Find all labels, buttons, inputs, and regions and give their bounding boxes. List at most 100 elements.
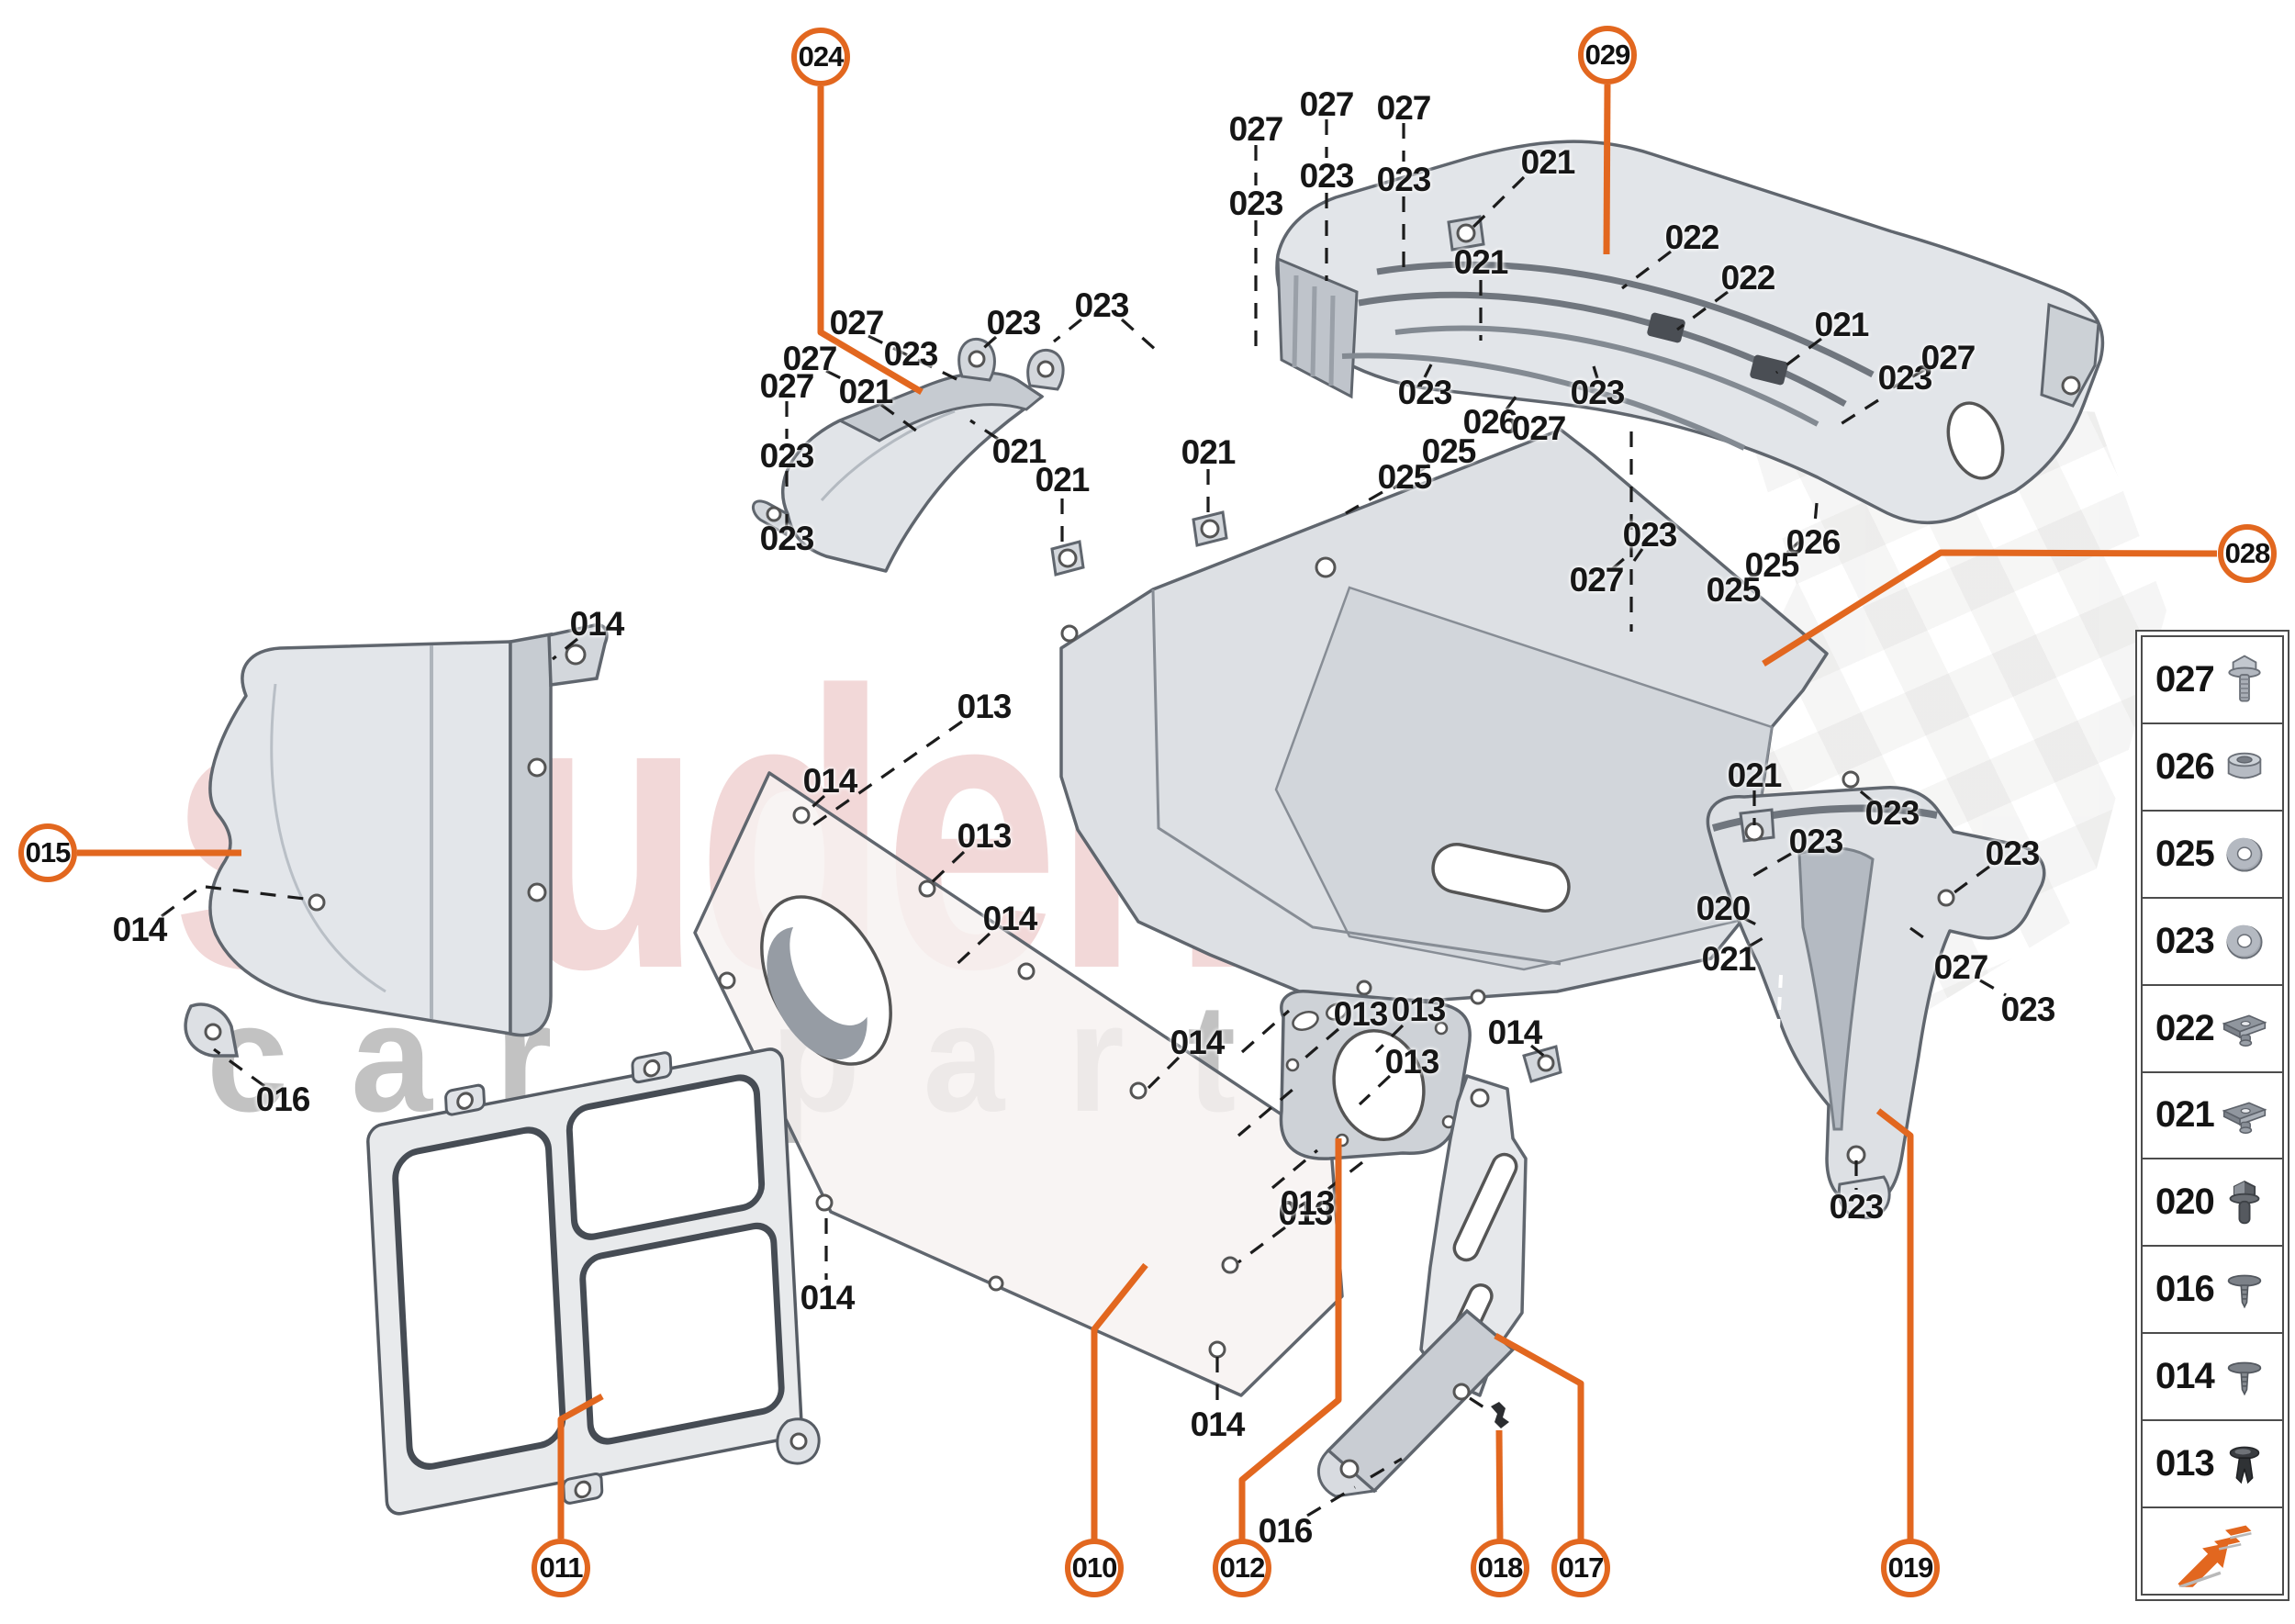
dashed-leader (1748, 564, 1765, 580)
part-number-label: 014 (112, 911, 168, 948)
legend-row-014[interactable]: 014 (2141, 1332, 2284, 1422)
part-number-label: 023 (1228, 185, 1284, 222)
washer-icon (2216, 825, 2273, 882)
part-number-label: 014 (1170, 1024, 1226, 1061)
part-number-label: 013 (1391, 991, 1447, 1028)
dashed-leader (1345, 490, 1383, 515)
callout-018[interactable]: 018 (1471, 1539, 1529, 1597)
dashed-leader (1469, 1396, 1489, 1412)
part-number-label: 025 (1706, 571, 1762, 609)
part-number-label: 021 (1701, 940, 1757, 978)
part-number-label: 014 (800, 1279, 856, 1316)
legend-row-026[interactable]: 026 (2141, 722, 2284, 812)
dashed-leader (1120, 318, 1159, 353)
legend-row-013[interactable]: 013 (2141, 1419, 2284, 1509)
part-012-gasket[interactable] (1279, 990, 1472, 1160)
part-number-label: 027 (782, 340, 838, 377)
dashed-leader (1304, 1027, 1340, 1059)
callout-019[interactable]: 019 (1881, 1539, 1940, 1597)
part-011-louvered-panel[interactable] (366, 1026, 821, 1539)
part-number-label: 021 (1181, 433, 1237, 471)
part-018-strip-bracket[interactable] (1316, 1308, 1516, 1498)
part-number-label: 027 (1376, 89, 1432, 127)
dashed-leader (1370, 1457, 1403, 1479)
callout-015[interactable]: 015 (18, 823, 77, 882)
callout-010[interactable]: 010 (1065, 1539, 1124, 1597)
part-number-label: 023 (1829, 1188, 1885, 1226)
callout-011[interactable]: 011 (532, 1539, 590, 1597)
part-number-label: 021 (1035, 461, 1091, 498)
callout-028[interactable]: 028 (2218, 524, 2277, 583)
dashed-leader (1786, 540, 1801, 554)
legend-number: 013 (2155, 1443, 2215, 1484)
dashed-leader (1744, 852, 1792, 882)
legend-number: 021 (2155, 1094, 2215, 1136)
part-number-label: 023 (1864, 794, 1920, 832)
callout-024[interactable]: 024 (791, 28, 850, 86)
part-number-label: 027 (1511, 409, 1567, 447)
dashed-leader (1855, 787, 1875, 803)
callout-leader-line (1762, 549, 2218, 666)
dashed-leader (880, 403, 921, 435)
dashed-leader (213, 1047, 265, 1088)
part-018-clip-fastener (1491, 1402, 1509, 1428)
legend-row-arrow[interactable] (2141, 1506, 2284, 1596)
callout-029[interactable]: 029 (1578, 26, 1637, 84)
part-number-label: 023 (986, 304, 1042, 342)
legend-row-023[interactable]: 023 (2141, 896, 2284, 986)
dashed-leader (1676, 290, 1729, 331)
dashed-leader (1632, 548, 1644, 562)
part-number-label: 016 (255, 1081, 311, 1118)
dashed-leader (977, 335, 998, 354)
legend-row-021[interactable]: 021 (2141, 1070, 2284, 1160)
part-024-heat-shield[interactable] (752, 337, 1065, 573)
part-number-label: 025 (1744, 546, 1800, 584)
push-clip-icon (2216, 1261, 2273, 1318)
callout-leader-line (1238, 1138, 1342, 1540)
part-number-label: 020 (1696, 890, 1752, 927)
part-number-label: 026 (1462, 403, 1518, 441)
part-number-label: 023 (2000, 991, 2056, 1028)
clip-nut-icon (2216, 1087, 2273, 1144)
part-number-label: 023 (759, 437, 815, 475)
dashed-leader (1053, 318, 1082, 343)
part-number-label: 022 (1720, 259, 1776, 297)
part-number-label: 021 (1453, 243, 1509, 281)
part-number-label: 025 (1421, 432, 1477, 470)
part-number-label: 023 (1299, 157, 1355, 195)
part-015-heat-shield[interactable] (184, 623, 609, 1058)
legend-row-016[interactable]: 016 (2141, 1245, 2284, 1335)
dashed-leader (1950, 865, 1990, 897)
clip-nut-icon (2216, 1000, 2273, 1057)
callout-leader-line (1603, 84, 1611, 255)
legend-number: 023 (2155, 920, 2215, 961)
dashed-leader-lines (161, 119, 2007, 1518)
legend-row-025[interactable]: 025 (2141, 809, 2284, 899)
part-number-label: 021 (838, 373, 894, 410)
dashed-leader (1237, 1082, 1301, 1137)
part-number-label: 021 (1814, 306, 1870, 343)
legend-row-027[interactable]: 027 (2141, 635, 2284, 724)
dashed-leader (1327, 1158, 1367, 1191)
legend-row-022[interactable]: 022 (2141, 983, 2284, 1073)
legend-row-020[interactable]: 020 (2141, 1158, 2284, 1248)
part-number-label: 023 (883, 335, 939, 373)
dashed-leader (1505, 395, 1518, 410)
part-number-label: 023 (1570, 374, 1626, 411)
part-028-floor-panel[interactable] (1050, 428, 1829, 1005)
callout-012[interactable]: 012 (1213, 1539, 1271, 1597)
part-029-heat-shield[interactable] (1275, 140, 2105, 524)
legend-number: 020 (2155, 1182, 2215, 1223)
part-number-label: 027 (1569, 561, 1625, 599)
callout-017[interactable]: 017 (1551, 1539, 1610, 1597)
callout-leader-line (1494, 1332, 1584, 1540)
part-number-label: 022 (1664, 218, 1720, 256)
part-number-label: 021 (991, 432, 1047, 470)
part-number-label: 023 (1877, 359, 1933, 397)
part-010-insulation-panel[interactable] (693, 771, 1344, 1397)
part-number-label: 021 (1520, 143, 1576, 181)
dashed-leader (1240, 1009, 1291, 1054)
part-number-label: 013 (1280, 1184, 1336, 1222)
part-number-label: 013 (1384, 1043, 1440, 1081)
